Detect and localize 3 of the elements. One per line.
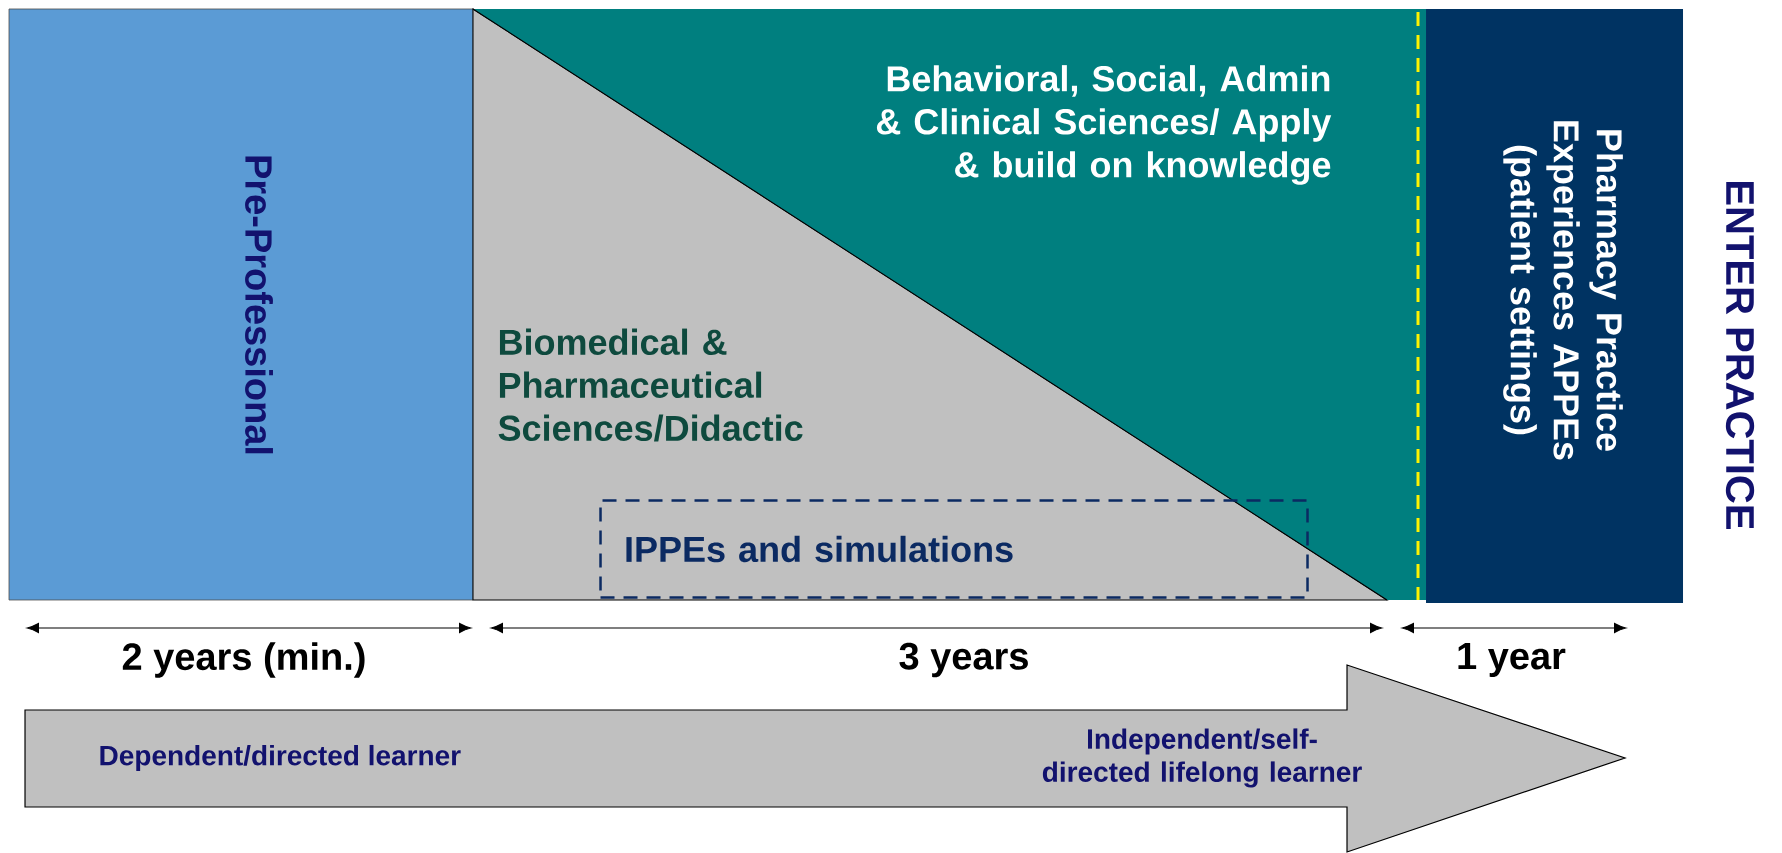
phase-box: Pre-Professional <box>8 8 474 601</box>
phase-box: Pharmacy Practice Experiences APPEs (patient settings) <box>1426 9 1683 603</box>
side-label: ENTER PRACTICE <box>1725 182 1755 529</box>
